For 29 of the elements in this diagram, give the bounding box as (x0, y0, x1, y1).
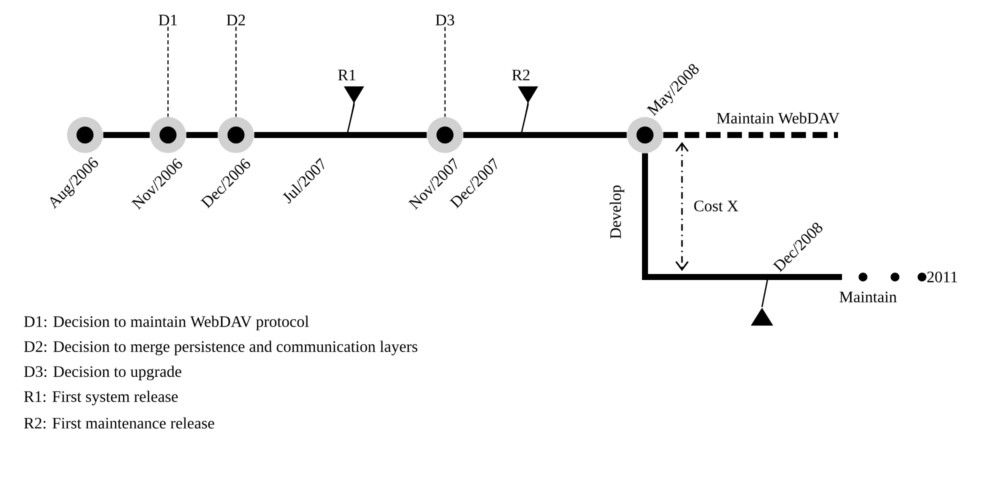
edge-label: Develop (610, 186, 624, 239)
timeline-segment (186, 132, 218, 138)
branch-line (663, 132, 838, 138)
key-entry: D1: Decision to maintain WebDAV protocol (24, 316, 309, 330)
release-label: R2 (512, 70, 530, 80)
milestone-marker (627, 117, 663, 153)
timeline-segment (463, 132, 627, 138)
note: Maintain (840, 292, 897, 302)
leader-line (167, 26, 169, 117)
key-entry: D2: Decision to merge persistence and communication layers (24, 340, 418, 356)
note: Cost X (694, 200, 738, 212)
leader-line (235, 26, 237, 117)
release-label: R1 (338, 70, 356, 80)
milestone-marker (218, 117, 254, 153)
decision-label: D1 (158, 14, 177, 26)
decision-label: D3 (436, 14, 454, 26)
note: 2011 (927, 272, 958, 282)
key-entry: R2: First maintenance release (24, 417, 214, 429)
milestone-marker (427, 117, 463, 153)
leader-line (444, 26, 446, 117)
milestone-marker (150, 117, 186, 153)
key-entry: R1: First system release (24, 390, 178, 406)
branch-line (642, 153, 842, 280)
timeline-segment (254, 132, 427, 138)
milestone-marker (67, 117, 103, 153)
edge-label: Maintain WebDAV (716, 112, 840, 124)
timeline-segment (103, 132, 150, 138)
key-entry: D3: Decision to upgrade (24, 366, 182, 380)
decision-label: D2 (226, 14, 245, 26)
